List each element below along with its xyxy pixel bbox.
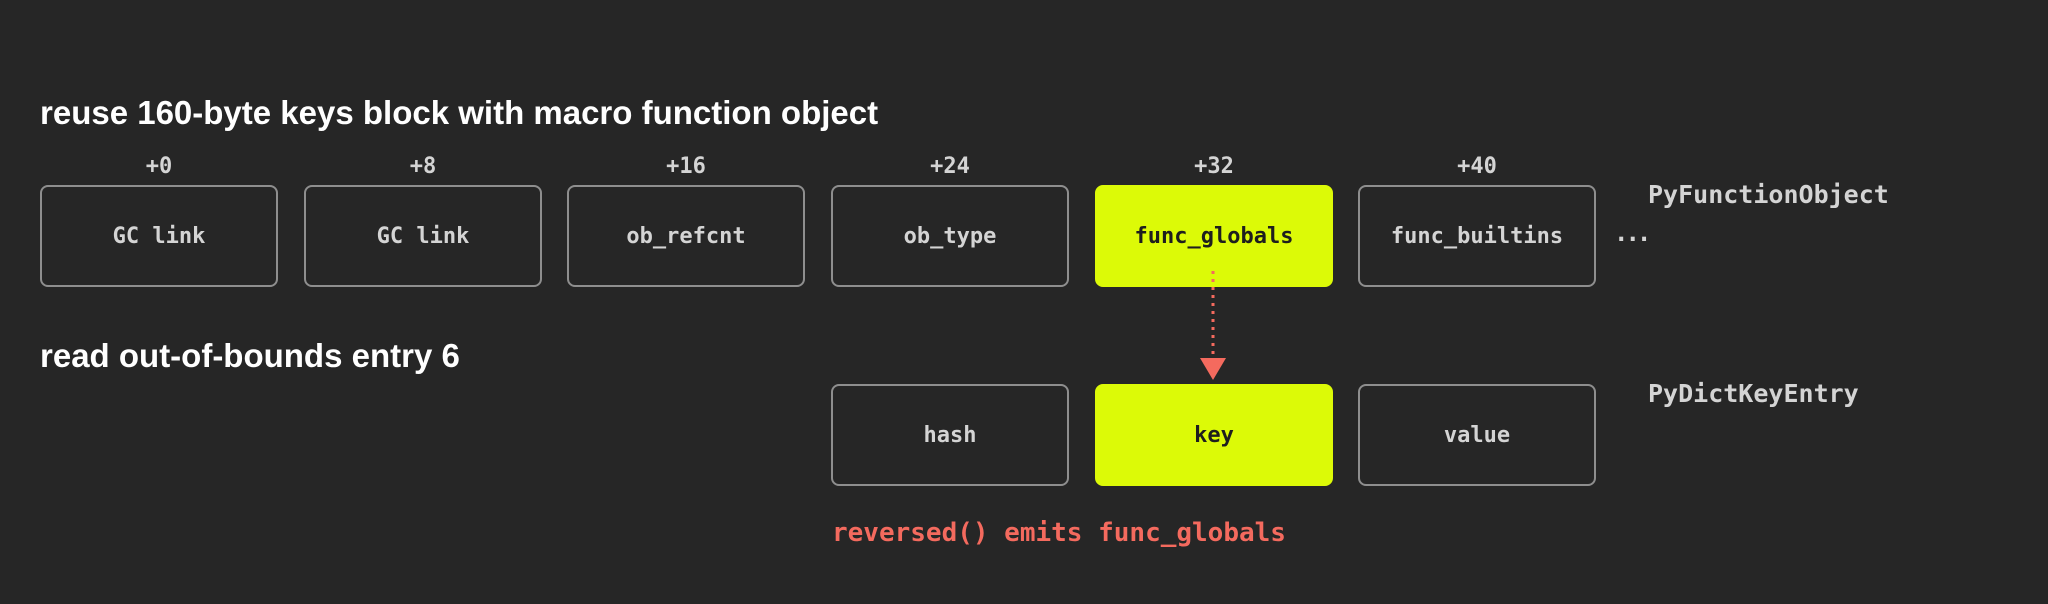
field-gc-link-2: GC link bbox=[304, 185, 542, 287]
struct-label-pydictkeyentry: PyDictKeyEntry bbox=[1648, 379, 1859, 408]
heading-read-out-of-bounds: read out-of-bounds entry 6 bbox=[40, 337, 460, 374]
arrow-head-icon bbox=[1200, 358, 1226, 380]
field-ob-refcnt: ob_refcnt bbox=[567, 185, 805, 287]
offset-label: +24 bbox=[930, 154, 970, 179]
heading-reuse-keys-block: reuse 160-byte keys block with macro fun… bbox=[40, 94, 879, 131]
field-hash: hash bbox=[831, 384, 1069, 486]
more-fields-ellipsis: ... bbox=[1614, 219, 1651, 247]
field-value: value bbox=[1358, 384, 1596, 486]
field-func-builtins: func_builtins bbox=[1358, 185, 1596, 287]
offset-label: +8 bbox=[409, 154, 437, 179]
offset-label: +32 bbox=[1194, 154, 1234, 179]
offset-label: +16 bbox=[666, 154, 706, 179]
field-ob-type: ob_type bbox=[831, 185, 1069, 287]
offset-label: +0 bbox=[145, 154, 173, 179]
field-func-globals: func_globals bbox=[1095, 185, 1333, 287]
offset-label: +40 bbox=[1457, 154, 1497, 179]
field-gc-link-1: GC link bbox=[40, 185, 278, 287]
field-key: key bbox=[1095, 384, 1333, 486]
struct-label-pyfunctionobject: PyFunctionObject bbox=[1648, 180, 1889, 209]
note-reversed-emits: reversed() emits func_globals bbox=[832, 518, 1286, 548]
